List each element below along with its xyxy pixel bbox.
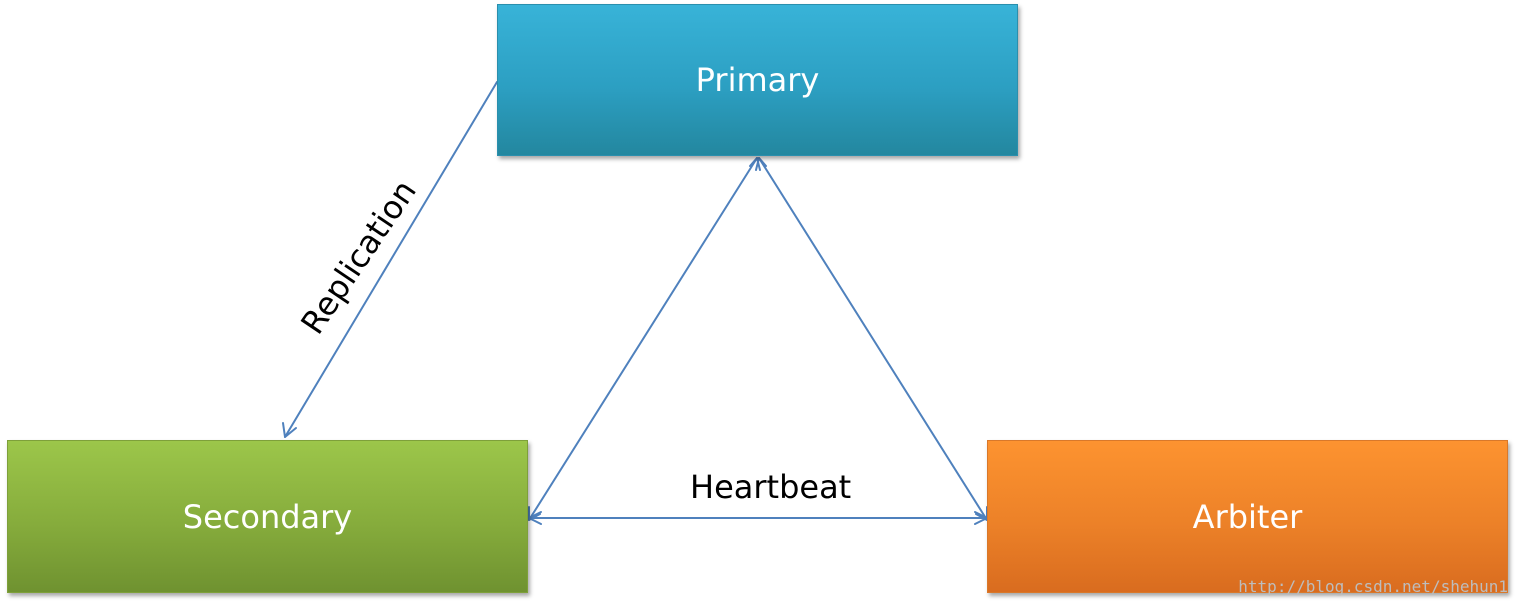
secondary-label: Secondary xyxy=(182,497,353,536)
secondary-node: Secondary xyxy=(7,440,528,593)
heartbeat-arrow-primary-secondary xyxy=(528,157,761,521)
replication-arrow xyxy=(282,81,498,438)
arbiter-label: Arbiter xyxy=(1192,497,1303,536)
heartbeat-arrow-secondary-arbiter xyxy=(528,511,988,525)
arbiter-node: Arbiter xyxy=(987,440,1508,593)
heartbeat-label: Heartbeat xyxy=(690,468,852,506)
primary-label: Primary xyxy=(695,61,820,99)
heartbeat-arrow-primary-arbiter xyxy=(755,157,988,521)
primary-node: Primary xyxy=(497,4,1018,156)
watermark: http://blog.csdn.net/shehun1 xyxy=(1238,577,1508,596)
